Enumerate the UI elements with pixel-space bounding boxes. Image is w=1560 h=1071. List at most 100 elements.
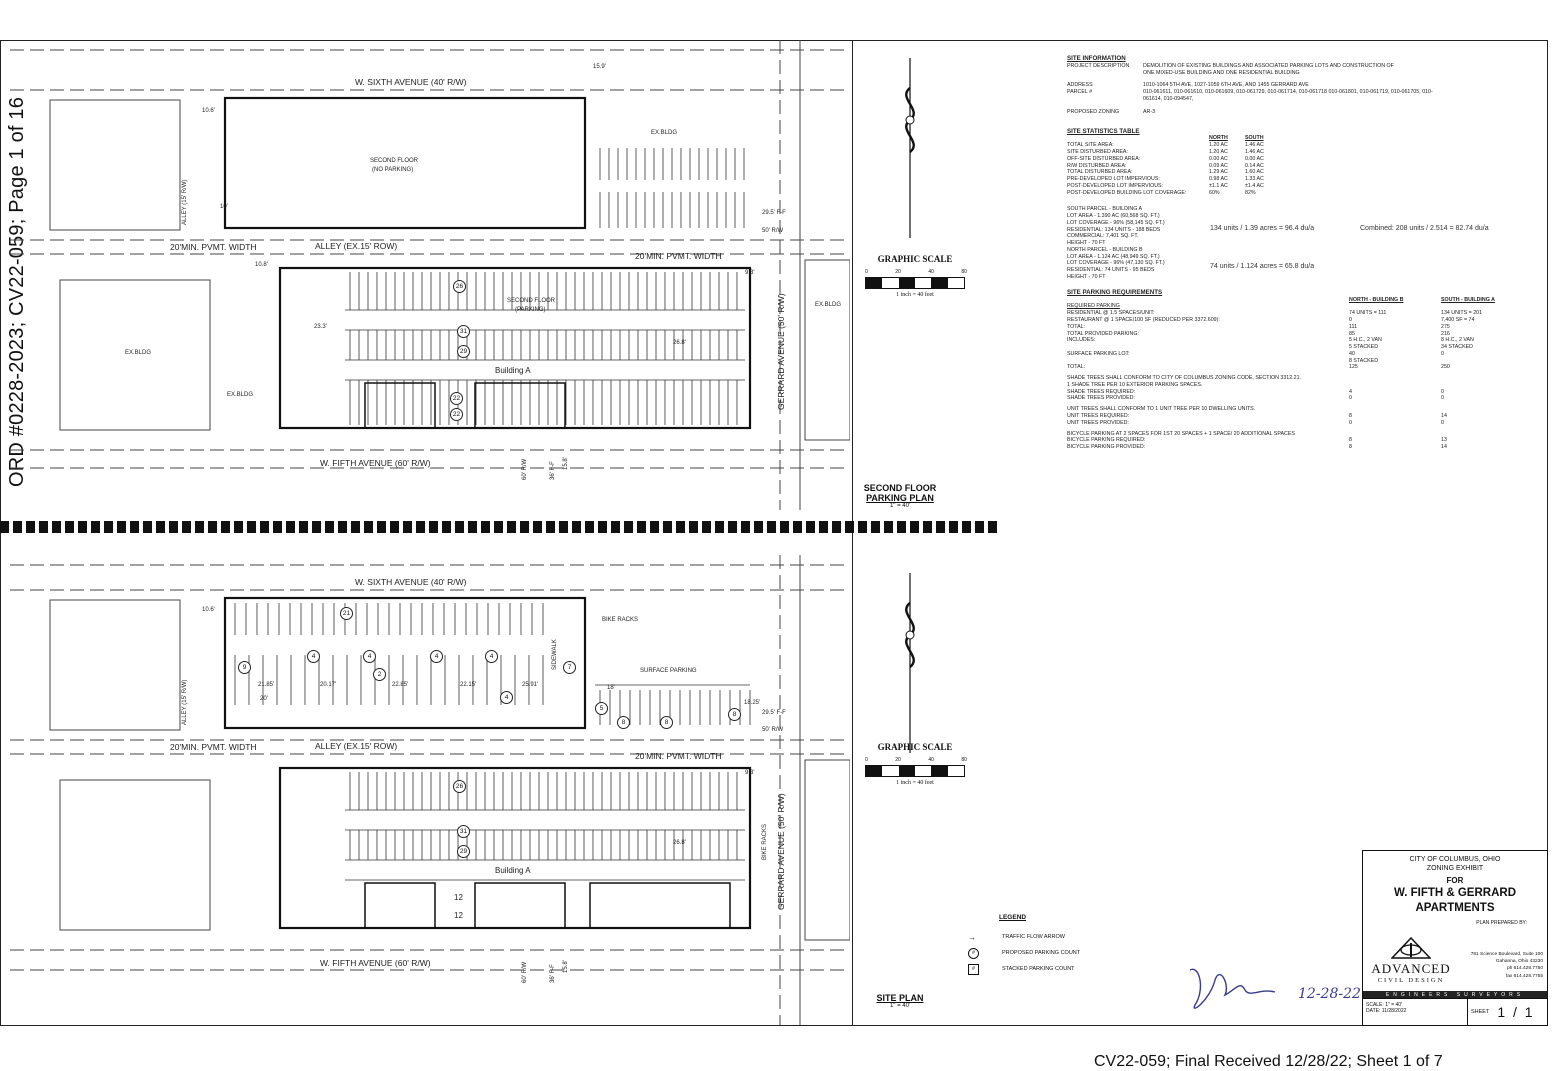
parking-count: 4 xyxy=(307,650,320,663)
street-label-fifth: W. FIFTH AVENUE (60' R/W) xyxy=(320,458,431,468)
parking-count: 9 xyxy=(238,661,251,674)
table-cell: 0 xyxy=(1441,388,1444,395)
table-cell: 216 xyxy=(1441,330,1450,337)
dimension: 60' R/W xyxy=(522,458,528,480)
dimension: 9.3' xyxy=(745,270,755,276)
table-cell xyxy=(1441,431,1533,438)
dimension: 50' R/W xyxy=(762,727,784,733)
parking-count: 29 xyxy=(457,845,470,858)
dimension: 20.17' xyxy=(320,682,337,688)
table-cell: 0 xyxy=(1441,419,1444,426)
dimension: 20' xyxy=(260,696,268,702)
signature-date: 12-28-22 xyxy=(1298,986,1360,1002)
table-cell: 8 xyxy=(1349,444,1352,451)
scale-date: SCALE: 1" = 40' DATE: 11/28/2022 xyxy=(1363,999,1468,1025)
parking-count: 7 xyxy=(563,661,576,674)
table-cell: 7,400 SF = 74 xyxy=(1441,317,1475,324)
parking-count: 8 xyxy=(728,708,741,721)
table-cell: 13 xyxy=(1441,437,1447,444)
dimension: 15.9' xyxy=(593,64,606,70)
scale-ticks: 0 20 40 80 xyxy=(865,269,967,275)
table-cell xyxy=(1441,303,1533,310)
table-cell: SOUTH PARCEL - BUILDING A xyxy=(1067,206,1143,213)
ex-bldg-label: EX.BLDG xyxy=(651,130,678,136)
table-cell: 8 STACKED xyxy=(1349,357,1379,364)
table-cell: 134 UNITS = 201 xyxy=(1441,310,1483,317)
count-circle-icon: # xyxy=(968,947,1002,959)
street-label-alley: ALLEY (EX.15' ROW) xyxy=(315,241,398,251)
table-cell xyxy=(1349,382,1441,389)
dimension: 10.8' xyxy=(255,262,268,268)
parking-count: 8 xyxy=(617,716,630,729)
table-cell: PRE-DEVELOPED LOT IMPERVIOUS: xyxy=(1067,176,1160,183)
dimension: 60' R/W xyxy=(522,961,528,983)
table-cell xyxy=(1441,358,1533,365)
site-plan: W. SIXTH AVENUE (40' R/W) W. FIFTH AVENU… xyxy=(10,555,850,1025)
table-cell: RESIDENTIAL @ 1.5 SPACES/UNIT: xyxy=(1067,310,1155,317)
north-arrow-icon xyxy=(905,58,915,238)
dimension: 15.8' xyxy=(563,960,569,973)
page-footer: CV22-059; Final Received 12/28/22; Sheet… xyxy=(1094,1053,1443,1070)
street-label-gerrard: GERRARD AVENUE (50' R/W) xyxy=(776,793,786,910)
pvmt-width-east: 20'MIN. PVMT. WIDTH xyxy=(635,751,722,761)
table-cell: ±1.1 AC xyxy=(1209,182,1228,189)
dimension: 15.8' xyxy=(563,457,569,470)
table-cell: SHADE TREES PROVIDED: xyxy=(1067,395,1135,402)
ex-bldg-label: EX.BLDG xyxy=(227,392,254,398)
firm-logo: ADVANCED CIVIL DESIGN xyxy=(1367,936,1455,984)
table-cell: 0.14 AC xyxy=(1245,162,1264,169)
table-cell xyxy=(1067,358,1349,365)
dimension: 10' xyxy=(220,204,228,210)
scale-ticks: 0 20 40 80 xyxy=(865,757,967,763)
table-cell: COMMERCIAL: 7,401 SQ. FT. xyxy=(1067,233,1139,240)
sidewalk-label: SIDEWALK xyxy=(552,639,558,670)
parking-count: 22 xyxy=(450,408,463,421)
dimension: 18' xyxy=(607,685,615,691)
site-plan-title: SITE PLAN 1" = 40' xyxy=(876,993,924,1009)
site-stats-heading: SITE STATISTICS TABLE xyxy=(1067,127,1140,135)
legend-item: #STACKED PARKING COUNT xyxy=(968,961,1080,977)
table-cell: 125 xyxy=(1349,364,1358,371)
match-line xyxy=(0,521,1000,533)
table-cell: HEIGHT - 70 FT xyxy=(1067,240,1106,247)
table-cell: 5 H.C., 2 VAN xyxy=(1349,337,1382,344)
graphic-scale-title: GRAPHIC SCALE xyxy=(877,742,953,752)
table-cell: LOT AREA - 1.124 AC (48,949 SQ. FT.) xyxy=(1067,253,1160,260)
title-block: CITY OF COLUMBUS, OHIO ZONING EXHIBIT FO… xyxy=(1362,850,1548,1026)
upper-floor-sub: (NO PARKING) xyxy=(372,167,414,173)
site-info-heading: SITE INFORMATION xyxy=(1067,55,1126,62)
plan2-linework xyxy=(10,555,850,1025)
parking-heading: SITE PARKING REQUIREMENTS xyxy=(1067,288,1163,296)
north-building-outline xyxy=(223,96,587,230)
ex-bldg-label: EX.BLDG xyxy=(125,350,152,356)
parking-count: 4 xyxy=(500,691,513,704)
street-label-alley-side: ALLEY (15' R/W) xyxy=(182,179,188,225)
graphic-scale: GRAPHIC SCALE 0 20 40 80 1 inch = 40 fee… xyxy=(865,254,967,298)
table-cell: SHADE TREES SHALL CONFORM TO CITY OF COL… xyxy=(1067,375,1301,382)
table-cell: 1.20 AC xyxy=(1209,142,1228,149)
table-cell: 5 STACKED xyxy=(1349,344,1379,351)
table-cell: TOTAL: xyxy=(1067,323,1086,330)
table-cell xyxy=(1067,297,1349,304)
dimension: 36' F-F xyxy=(550,461,556,480)
table-cell: 34 STACKED xyxy=(1441,344,1473,351)
legend-item: →TRAFFIC FLOW ARROW xyxy=(968,932,1065,942)
table-cell: 4 xyxy=(1349,388,1352,395)
table-cell: 14 xyxy=(1441,412,1447,419)
table-cell: 8 xyxy=(1349,437,1352,444)
table-cell xyxy=(1067,344,1349,351)
parking-count: 26 xyxy=(453,780,466,793)
table-cell: REQUIRED PARKING xyxy=(1067,303,1120,310)
table-cell xyxy=(1441,382,1533,389)
table-cell: SITE DISTURBED AREA: xyxy=(1067,149,1128,155)
dimension: 23.3' xyxy=(314,324,327,330)
table-cell: 82% xyxy=(1245,189,1256,196)
table-cell: BICYCLE PARKING REQUIRED: xyxy=(1067,437,1146,444)
pvmt-width-west: 20'MIN. PVMT. WIDTH xyxy=(170,242,257,252)
stall-lines xyxy=(234,603,751,725)
table-cell: RESIDENTIAL: 134 UNITS - 188 BEDS xyxy=(1067,226,1161,233)
